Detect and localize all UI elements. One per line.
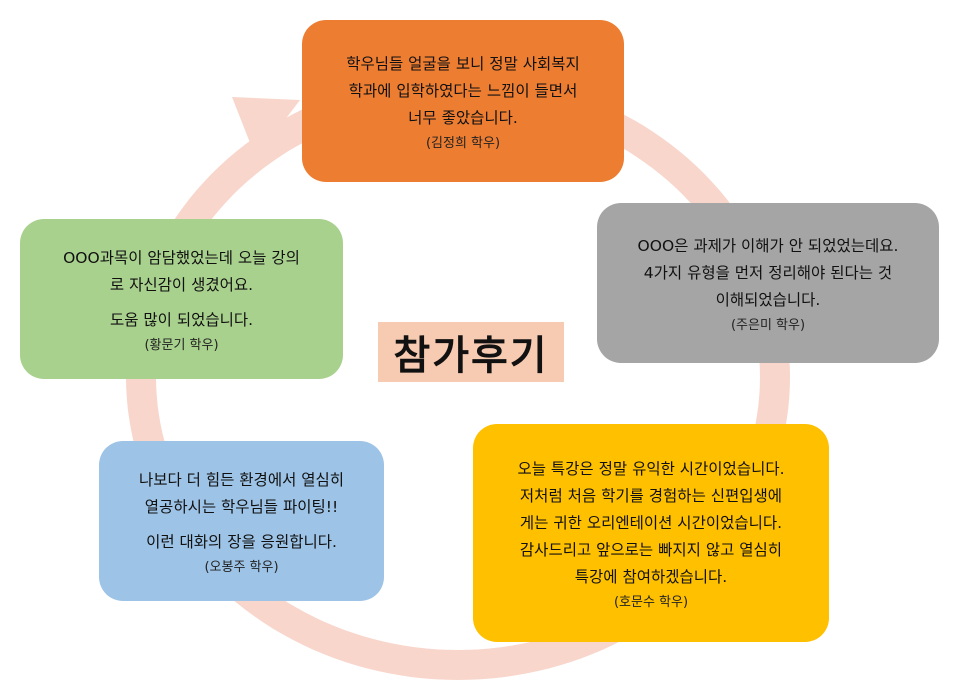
feedback-author: (오봉주 학우) bbox=[204, 560, 279, 575]
feedback-card-top: 학우님들 얼굴을 보니 정말 사회복지 학과에 입학하였다는 느낌이 들면서 너… bbox=[302, 20, 624, 182]
feedback-author: (호문수 학우) bbox=[613, 595, 689, 610]
feedback-card-left: OOO과목이 암담했었는데 오늘 강의 로 자신감이 생겼어요. 도움 많이 되… bbox=[20, 219, 343, 379]
feedback-text: 학우님들 얼굴을 보니 정말 사회복지 학과에 입학하였다는 느낌이 들면서 너… bbox=[346, 55, 580, 127]
feedback-card-bottom-right: 오늘 특강은 정말 유익한 시간이었습니다. 저처럼 처음 학기를 경험하는 신… bbox=[473, 424, 829, 642]
feedback-author: (주은미 학우) bbox=[730, 318, 806, 333]
feedback-text: 나보다 더 힘든 환경에서 열심히 열공하시는 학우님들 파이팅!! bbox=[138, 471, 345, 516]
feedback-text-second: 도움 많이 되었습니다. bbox=[109, 311, 254, 329]
feedback-author: (황문기 학우) bbox=[144, 338, 219, 353]
feedback-card-right: OOO은 과제가 이해가 안 되었었는데요. 4가지 유형을 먼저 정리해야 된… bbox=[597, 203, 939, 363]
feedback-text: 오늘 특강은 정말 유익한 시간이었습니다. 저처럼 처음 학기를 경험하는 신… bbox=[517, 460, 785, 586]
feedback-text: OOO은 과제가 이해가 안 되었었는데요. 4가지 유형을 먼저 정리해야 된… bbox=[637, 237, 899, 309]
feedback-text-second: 이런 대화의 장을 응원합니다. bbox=[146, 533, 337, 551]
center-title: 참가후기 bbox=[378, 322, 564, 382]
feedback-text: OOO과목이 암담했었는데 오늘 강의 로 자신감이 생겼어요. bbox=[63, 249, 300, 294]
ring-arrowhead bbox=[232, 97, 300, 158]
feedback-author: (김정희 학우) bbox=[425, 136, 501, 151]
feedback-card-bottom-left: 나보다 더 힘든 환경에서 열심히 열공하시는 학우님들 파이팅!! 이런 대화… bbox=[99, 441, 384, 601]
